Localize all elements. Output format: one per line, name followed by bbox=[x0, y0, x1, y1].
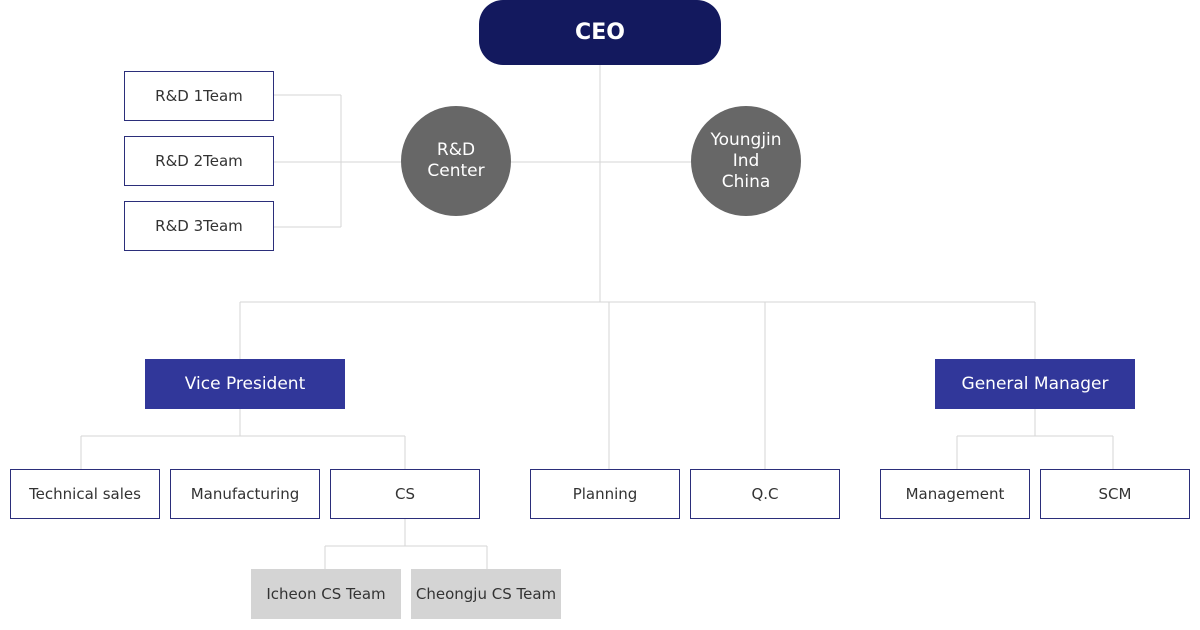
vice-president-node: Vice President bbox=[145, 359, 345, 409]
ceo-node: CEO bbox=[479, 0, 721, 65]
rd-team-2-node: R&D 2Team bbox=[124, 136, 274, 186]
management-node: Management bbox=[880, 469, 1030, 519]
qc-node: Q.C bbox=[690, 469, 840, 519]
rd-team-1-node: R&D 1Team bbox=[124, 71, 274, 121]
youngjin-ind-china-node: Youngjin Ind China bbox=[691, 106, 801, 216]
cs-node: CS bbox=[330, 469, 480, 519]
general-manager-node: General Manager bbox=[935, 359, 1135, 409]
technical-sales-node: Technical sales bbox=[10, 469, 160, 519]
rd-center-node: R&D Center bbox=[401, 106, 511, 216]
icheon-cs-team-node: Icheon CS Team bbox=[251, 569, 401, 619]
rd-team-3-node: R&D 3Team bbox=[124, 201, 274, 251]
manufacturing-node: Manufacturing bbox=[170, 469, 320, 519]
cheongju-cs-team-node: Cheongju CS Team bbox=[411, 569, 561, 619]
scm-node: SCM bbox=[1040, 469, 1190, 519]
planning-node: Planning bbox=[530, 469, 680, 519]
